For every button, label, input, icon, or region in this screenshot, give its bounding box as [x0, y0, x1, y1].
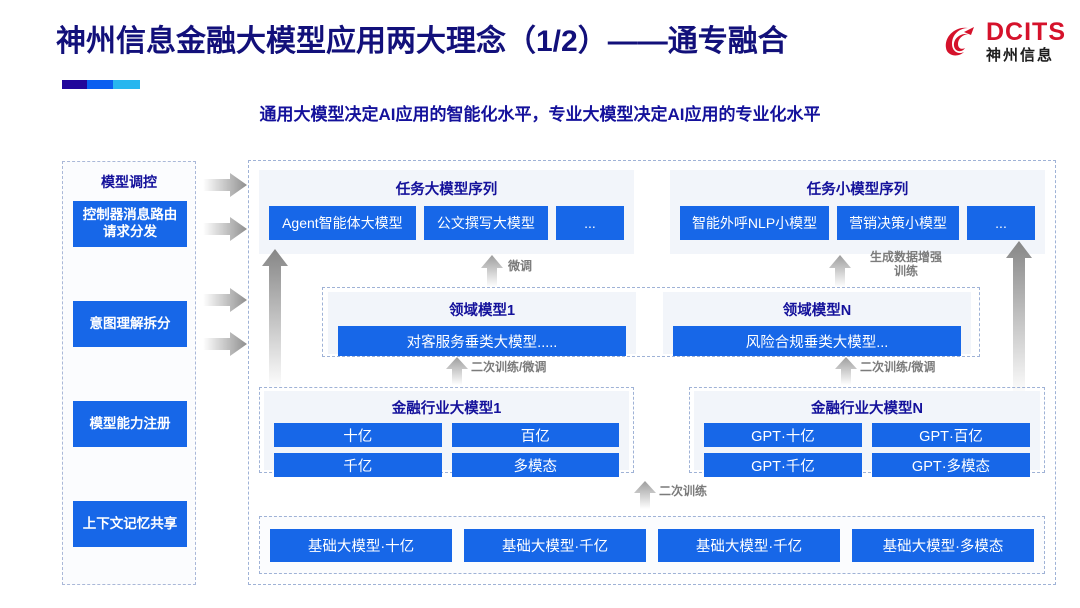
flow-arrow-right-3 — [203, 288, 247, 312]
base-model-1000yi-a[interactable]: 基础大模型·千亿 — [464, 528, 646, 562]
industry-model-n-cells: GPT·十亿 GPT·百亿 GPT·千亿 GPT·多模态 — [694, 423, 1040, 485]
industry-model-n-title: 金融行业大模型N — [811, 401, 923, 417]
base-model-10yi[interactable]: 基础大模型·十亿 — [270, 528, 452, 562]
cell-indn-gpt-10yi[interactable]: GPT·十亿 — [704, 423, 862, 447]
dcits-swirl-icon — [940, 22, 980, 62]
cell-indn-gpt-multimodal[interactable]: GPT·多模态 — [872, 453, 1030, 477]
industry-model-n: 金融行业大模型N GPT·十亿 GPT·百亿 GPT·千亿 GPT·多模态 — [694, 391, 1040, 477]
industry-model-1-group: 金融行业大模型1 十亿 百亿 千亿 多模态 — [259, 387, 634, 477]
domain-model-n: 领域模型N 风险合规垂类大模型... — [663, 292, 971, 356]
task-small-model-chips: 智能外呼NLP小模型 营销决策小模型 ... — [670, 206, 1045, 250]
architecture-panel: 任务大模型序列 Agent智能体大模型 公文撰写大模型 ... 任务小模型序列 … — [248, 160, 1056, 585]
task-small-model-sequence: 任务小模型序列 智能外呼NLP小模型 营销决策小模型 ... — [670, 170, 1045, 254]
task-small-model-title: 任务小模型序列 — [806, 182, 909, 198]
accent-segment-2 — [86, 80, 114, 89]
domain-model-1-title: 领域模型1 — [448, 303, 516, 319]
accent-segment-1 — [62, 80, 87, 89]
chip-document-writing-model[interactable]: 公文撰写大模型 — [423, 206, 548, 240]
domain-model-group: 领域模型1 对客服务垂类大模型..... 领域模型N 风险合规垂类大模型... — [322, 287, 980, 357]
domain-model-n-title: 领域模型N — [782, 303, 852, 319]
sidebar-item-intent-parsing[interactable]: 意图理解拆分 — [73, 301, 187, 347]
flow-arrow-retrain-right — [835, 357, 857, 385]
task-large-model-title: 任务大模型序列 — [395, 182, 498, 198]
base-model-multimodal[interactable]: 基础大模型·多模态 — [852, 528, 1034, 562]
cell-ind1-multimodal[interactable]: 多模态 — [451, 453, 619, 477]
cell-ind1-1000yi[interactable]: 千亿 — [274, 453, 442, 477]
sidebar-title: 模型调控 — [101, 174, 157, 190]
flow-arrow-retrain-base — [634, 481, 656, 509]
flow-arrow-up-right-tall — [1006, 241, 1032, 396]
flow-arrow-up-left-tall — [262, 249, 288, 389]
flow-arrow-fine-tune — [481, 255, 503, 287]
chip-outbound-nlp-model[interactable]: 智能外呼NLP小模型 — [680, 206, 830, 240]
task-large-model-chips: Agent智能体大模型 公文撰写大模型 ... — [259, 206, 634, 250]
model-control-panel: 模型调控 控制器消息路由请求分发 意图理解拆分 模型能力注册 上下文记忆共享 — [62, 161, 196, 585]
flow-arrow-data-aug — [829, 255, 851, 287]
cell-ind1-100yi[interactable]: 百亿 — [451, 423, 619, 447]
page-title: 神州信息金融大模型应用两大理念（1/2）——通专融合 — [56, 25, 788, 58]
industry-model-1-title: 金融行业大模型1 — [391, 401, 502, 417]
title-accent-bar — [62, 80, 140, 89]
chip-marketing-decision-model[interactable]: 营销决策小模型 — [837, 206, 960, 240]
industry-model-1-cells: 十亿 百亿 千亿 多模态 — [264, 423, 629, 485]
label-retrain-base: 二次训练 — [659, 484, 708, 498]
accent-segment-3 — [113, 80, 140, 89]
logo-text-en: DCITS — [986, 18, 1066, 46]
flow-arrow-right-4 — [203, 332, 247, 356]
flow-arrow-retrain-left — [446, 357, 468, 385]
industry-model-n-group: 金融行业大模型N GPT·十亿 GPT·百亿 GPT·千亿 GPT·多模态 — [689, 387, 1045, 477]
chip-agent-large-model[interactable]: Agent智能体大模型 — [269, 206, 416, 240]
logo-text-cn: 神州信息 — [986, 47, 1055, 64]
company-logo: DCITS 神州信息 — [940, 20, 1066, 63]
domain-model-1-bar[interactable]: 对客服务垂类大模型..... — [338, 326, 626, 356]
industry-model-1: 金融行业大模型1 十亿 百亿 千亿 多模态 — [264, 391, 629, 477]
task-large-model-sequence: 任务大模型序列 Agent智能体大模型 公文撰写大模型 ... — [259, 170, 634, 254]
sidebar-item-controller-routing[interactable]: 控制器消息路由请求分发 — [73, 201, 187, 247]
chip-more-small[interactable]: ... — [967, 206, 1036, 240]
chip-more-large[interactable]: ... — [556, 206, 624, 240]
base-model-group: 基础大模型·十亿 基础大模型·千亿 基础大模型·千亿 基础大模型·多模态 — [259, 516, 1045, 574]
sidebar-item-context-memory[interactable]: 上下文记忆共享 — [73, 501, 187, 547]
page-subtitle: 通用大模型决定AI应用的智能化水平，专业大模型决定AI应用的专业化水平 — [259, 105, 821, 124]
logo-text: DCITS 神州信息 — [986, 18, 1066, 64]
flow-arrow-right-1 — [203, 173, 247, 197]
label-fine-tune: 微调 — [508, 259, 533, 273]
sidebar-item-capability-registry[interactable]: 模型能力注册 — [73, 401, 187, 447]
domain-model-1: 领域模型1 对客服务垂类大模型..... — [328, 292, 636, 356]
cell-indn-gpt-1000yi[interactable]: GPT·千亿 — [704, 453, 862, 477]
label-retrain-fine-tune-left: 二次训练/微调 — [471, 360, 547, 374]
cell-indn-gpt-100yi[interactable]: GPT·百亿 — [872, 423, 1030, 447]
base-model-1000yi-b[interactable]: 基础大模型·千亿 — [658, 528, 840, 562]
label-retrain-fine-tune-right: 二次训练/微调 — [860, 360, 936, 374]
domain-model-n-bar[interactable]: 风险合规垂类大模型... — [673, 326, 961, 356]
cell-ind1-10yi[interactable]: 十亿 — [274, 423, 442, 447]
flow-arrow-right-2 — [203, 217, 247, 241]
label-data-augmentation: 生成数据增强 训练 — [869, 250, 942, 278]
